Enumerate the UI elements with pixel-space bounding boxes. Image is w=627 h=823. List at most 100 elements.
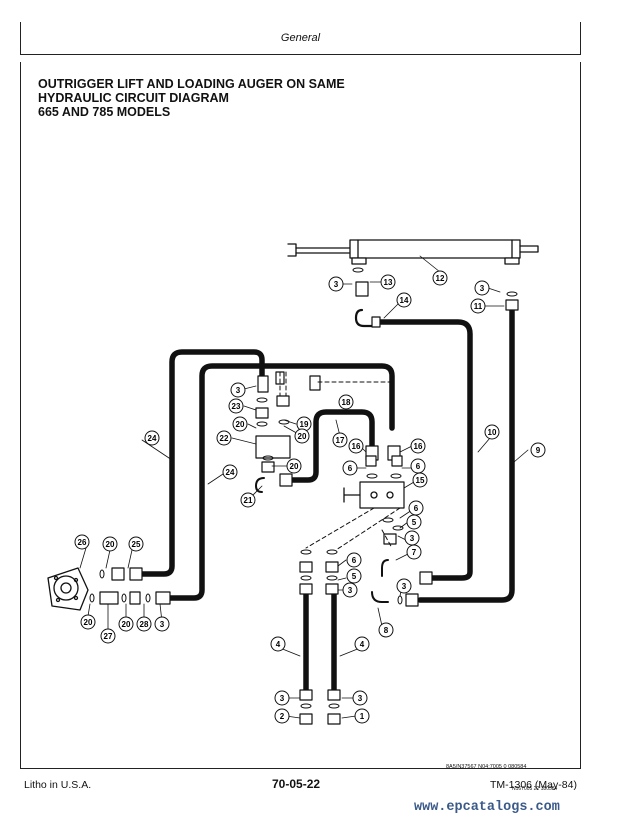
footer-manual-id: TM-1306 (May-84) [490,779,577,791]
svg-text:3: 3 [334,280,339,289]
footer-litho: Litho in U.S.A. [24,779,92,791]
callout-3: 3 [342,582,358,598]
callout-6: 6 [342,460,358,476]
callout-1: 1 [354,708,370,724]
svg-text:3: 3 [348,586,353,595]
svg-text:21: 21 [244,496,253,505]
callout-20: 20 [102,536,118,552]
callout-26: 26 [74,534,90,550]
callout-10: 10 [484,424,500,440]
svg-text:16: 16 [352,442,361,451]
callout-22: 22 [216,430,232,446]
svg-text:20: 20 [106,540,115,549]
callout-20: 20 [294,428,310,444]
footer-page-number: 70-05-22 [272,777,321,791]
svg-text:13: 13 [384,278,393,287]
callout-16: 16 [348,438,364,454]
page-header: General [20,22,581,55]
callout-14: 14 [396,292,412,308]
svg-text:26: 26 [78,538,87,547]
callout-3: 3 [154,616,170,632]
svg-text:18: 18 [342,398,351,407]
callout-20: 20 [232,416,248,432]
callout-3: 3 [352,690,368,706]
svg-text:5: 5 [352,572,357,581]
svg-text:27: 27 [104,632,113,641]
callout-3: 3 [404,530,420,546]
callout-3: 3 [230,382,246,398]
title-line-1: OUTRIGGER LIFT AND LOADING AUGER ON SAME [38,77,345,91]
fittings [99,281,519,725]
o-rings [89,267,518,709]
figure-code-small: N167005 22 180584 [512,786,558,792]
callout-18: 18 [338,394,354,410]
callout-11: 11 [470,298,486,314]
svg-text:11: 11 [474,302,483,311]
section-title: General [280,32,321,44]
figure-code: 8A5/N37567 N04;7005 0 080584 [446,764,527,770]
hydraulic-hoses [139,307,515,693]
callout-5: 5 [346,568,362,584]
svg-text:20: 20 [236,420,245,429]
hose-24b [165,363,395,601]
callout-4: 4 [270,636,286,652]
svg-text:10: 10 [488,428,497,437]
svg-text:28: 28 [140,620,149,629]
svg-text:6: 6 [416,462,421,471]
svg-text:4: 4 [360,640,365,649]
svg-text:7: 7 [412,548,417,557]
callout-28: 28 [136,616,152,632]
dashed-connections [279,371,401,551]
callout-5: 5 [406,514,422,530]
callout-6: 6 [410,458,426,474]
svg-text:20: 20 [122,620,131,629]
svg-text:24: 24 [226,468,235,477]
title-line-3: 665 AND 785 MODELS [38,105,171,119]
callout-2: 2 [274,708,290,724]
auger-motor-flange [47,567,89,611]
watermark-link[interactable]: www.epcatalogs.com [414,800,560,815]
outrigger-cylinder [287,239,539,265]
content-frame [20,62,581,769]
svg-text:19: 19 [300,420,309,429]
callout-24: 24 [222,464,238,480]
callout-3: 3 [328,276,344,292]
svg-text:3: 3 [236,386,241,395]
hose-11 [417,307,515,603]
hose-24a [139,349,265,577]
callout-12: 12 [432,270,448,286]
callout-15: 15 [412,472,428,488]
svg-text:20: 20 [84,618,93,627]
svg-text:3: 3 [280,694,285,703]
callout-3: 3 [474,280,490,296]
svg-text:22: 22 [220,434,229,443]
elbow-fittings [255,477,389,603]
svg-text:20: 20 [290,462,299,471]
svg-text:3: 3 [358,694,363,703]
callout-13: 13 [380,274,396,290]
hose-outrigger-supply [375,319,473,581]
callout-20: 20 [80,614,96,630]
svg-text:6: 6 [352,556,357,565]
svg-text:23: 23 [232,402,241,411]
callout-27: 27 [100,628,116,644]
callout-3: 3 [396,578,412,594]
callout-7: 7 [406,544,422,560]
callout-25: 25 [128,536,144,552]
svg-text:20: 20 [298,432,307,441]
diagram-title: OUTRIGGER LIFT AND LOADING AUGER ON SAME… [38,77,345,119]
callout-21: 21 [240,492,256,508]
svg-text:24: 24 [148,434,157,443]
svg-text:3: 3 [402,582,407,591]
callout-17: 17 [332,432,348,448]
callout-16: 16 [410,438,426,454]
svg-text:3: 3 [480,284,485,293]
callout-9: 9 [530,442,546,458]
svg-text:4: 4 [276,640,281,649]
callout-8: 8 [378,622,394,638]
callout-20: 20 [286,458,302,474]
svg-text:15: 15 [416,476,425,485]
svg-text:12: 12 [436,274,445,283]
svg-text:5: 5 [412,518,417,527]
